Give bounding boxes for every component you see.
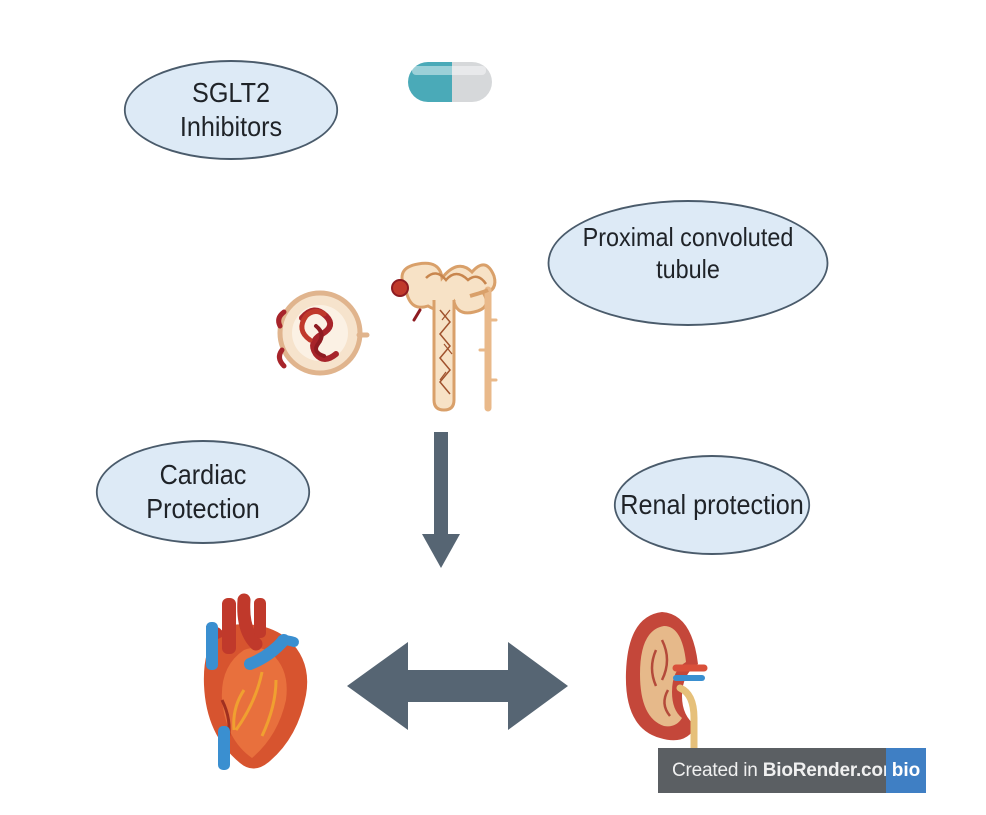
label-sglt2-inhibitors: SGLT2 Inhibitors <box>123 60 339 160</box>
label-proximal-line1: Proximal convoluted tubule <box>582 222 794 284</box>
label-renal-protection: Renal protection <box>613 455 811 555</box>
watermark-text: Created in BioRender.com <box>658 760 900 782</box>
label-sglt2-line2: Inhibitors <box>179 111 283 142</box>
nephron-tubule-icon <box>391 261 498 412</box>
label-cardiac-line2: Protection <box>146 493 260 524</box>
capsule-icon <box>408 62 492 102</box>
glomerulus-icon <box>276 290 370 376</box>
kidney-icon <box>625 612 708 752</box>
label-cardiac-protection: Cardiac Protection <box>95 440 311 544</box>
watermark-brand: BioRender.com <box>762 759 900 781</box>
down-arrow-icon <box>422 432 460 568</box>
watermark-prefix: Created in <box>672 759 763 781</box>
label-cardiac-line1: Cardiac <box>159 458 247 490</box>
label-proximal-convoluted-tubule: Proximal convoluted tubule <box>547 200 829 326</box>
biorender-logo: bio <box>886 748 926 793</box>
label-renal-line1: Renal protection <box>620 488 804 520</box>
label-sglt2-line1: SGLT2 <box>192 76 270 108</box>
heart-icon <box>203 593 308 770</box>
biorender-watermark: Created in BioRender.com bio <box>658 748 926 793</box>
double-arrow-icon <box>347 642 568 730</box>
